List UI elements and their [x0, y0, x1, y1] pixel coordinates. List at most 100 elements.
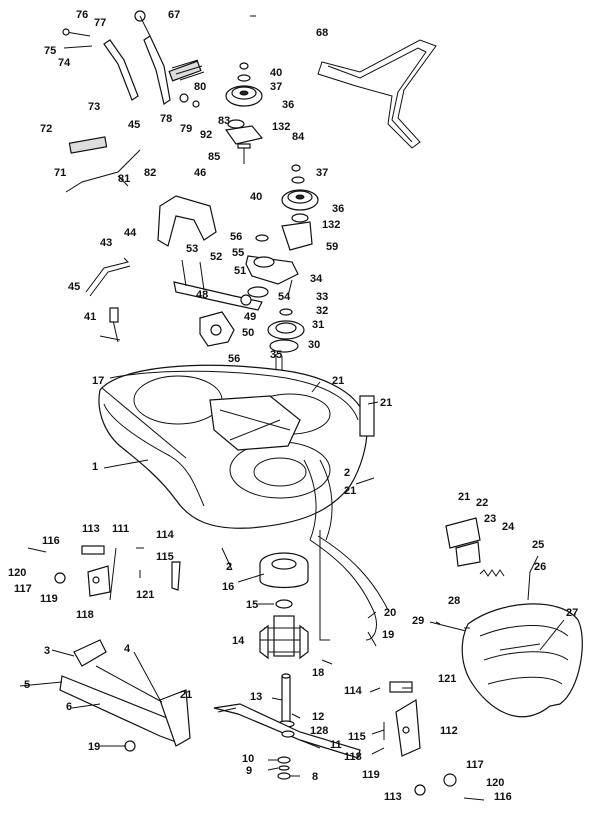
part-number-label: 68: [316, 27, 328, 39]
part-number-label: 111: [112, 523, 129, 535]
part-number-label: 75: [44, 45, 56, 57]
part-number-label: 27: [566, 607, 578, 619]
part-number-label: 82: [144, 167, 156, 179]
part-number-label: 35: [270, 349, 282, 361]
part-number-label: 121: [438, 673, 456, 685]
part-number-label: 128: [310, 725, 328, 737]
part-number-label: 56: [230, 231, 242, 243]
part-number-label: 14: [232, 635, 245, 647]
part-number-label: 24: [502, 521, 515, 533]
part-number-label: 37: [316, 167, 328, 179]
part-number-label: 36: [282, 99, 294, 111]
part-number-label: 32: [316, 305, 328, 317]
part-number-label: 40: [270, 67, 282, 79]
part-number-label: 8: [312, 771, 318, 783]
part-number-label: 54: [278, 291, 291, 303]
part-number-label: 56: [228, 353, 240, 365]
part-number-label: 73: [88, 101, 100, 113]
part-number-label: 117: [466, 759, 484, 771]
part-number-label: 120: [8, 567, 26, 579]
washer-15: [275, 599, 293, 609]
lift-linkage: [62, 10, 205, 108]
bracket-56: [199, 311, 235, 347]
part-number-label: 120: [486, 777, 504, 789]
part-number-label: 17: [92, 375, 104, 387]
blade-adapter-16: [259, 552, 309, 589]
part-number-label: 33: [316, 291, 328, 303]
part-number-label: 74: [58, 57, 71, 69]
part-number-label: 19: [88, 741, 100, 753]
part-number-label: 77: [94, 17, 106, 29]
part-number-label: 71: [54, 167, 66, 179]
part-number-label: 45: [128, 119, 140, 131]
part-number-label: 81: [118, 173, 130, 185]
part-number-label: 114: [156, 529, 175, 541]
part-number-label: 48: [196, 289, 208, 301]
spring-72: [68, 136, 108, 154]
part-number-label: 53: [186, 243, 198, 255]
part-number-label: 10: [242, 753, 254, 765]
plate-53: [173, 259, 263, 311]
part-number-label: 18: [312, 667, 324, 679]
part-number-label: 112: [440, 725, 458, 737]
part-number-label: 6: [66, 701, 72, 713]
rod-71: [65, 149, 141, 193]
part-number-label: 116: [42, 535, 60, 547]
part-number-label: 29: [412, 615, 424, 627]
bracket-44: [157, 195, 217, 247]
part-number-label: 23: [484, 513, 496, 525]
part-number-label: 85: [208, 151, 220, 163]
idler-bracket-55: [245, 234, 299, 298]
part-number-label: 30: [308, 339, 320, 351]
part-number-label: 12: [312, 711, 324, 723]
part-number-label: 117: [14, 583, 32, 595]
part-number-label: 2: [344, 467, 350, 479]
part-number-label: 72: [40, 123, 52, 135]
part-number-label: 21: [380, 397, 392, 409]
part-number-label: 44: [124, 227, 137, 239]
part-number-label: 20: [384, 607, 396, 619]
spindle-14: [259, 615, 309, 660]
part-number-label: 76: [76, 9, 88, 21]
part-number-label: 26: [534, 561, 546, 573]
part-number-label: 34: [310, 273, 323, 285]
part-number-label: 22: [476, 497, 488, 509]
part-number-label: 13: [250, 691, 262, 703]
part-number-label: 52: [210, 251, 222, 263]
part-number-label: 115: [156, 551, 174, 563]
part-number-label: 11: [330, 739, 342, 751]
part-number-label: 51: [234, 265, 246, 277]
part-number-label: 21: [332, 375, 344, 387]
part-number-label: 49: [244, 311, 256, 323]
part-number-label: 5: [24, 679, 30, 691]
part-number-label: 36: [332, 203, 344, 215]
part-number-label: 15: [246, 599, 258, 611]
part-number-label: 115: [348, 731, 366, 743]
lift-cable: [309, 530, 389, 647]
part-number-label: 67: [168, 9, 180, 21]
part-number-label: 114: [344, 685, 363, 697]
part-number-label: 40: [250, 191, 262, 203]
left-lower-parts: [27, 545, 181, 601]
drive-belt: [317, 39, 437, 149]
part-number-label: 119: [40, 593, 58, 605]
pulley-36b: [281, 164, 319, 251]
part-number-label: 121: [136, 589, 154, 601]
blade-bolt-stack: [277, 756, 291, 780]
part-number-label: 118: [76, 609, 94, 621]
part-number-label: 79: [180, 123, 192, 135]
part-number-label: 21: [458, 491, 470, 503]
part-number-label: 118: [344, 751, 362, 763]
part-number-label: 9: [246, 765, 252, 777]
part-number-label: 31: [312, 319, 324, 331]
part-number-label: 132: [322, 219, 340, 231]
part-number-label: 4: [124, 643, 131, 655]
part-number-label: 19: [382, 629, 394, 641]
part-number-label: 45: [68, 281, 80, 293]
part-number-label: 21: [344, 485, 356, 497]
part-number-label: 46: [194, 167, 206, 179]
part-number-label: 59: [326, 241, 338, 253]
part-number-label: 92: [200, 129, 212, 141]
